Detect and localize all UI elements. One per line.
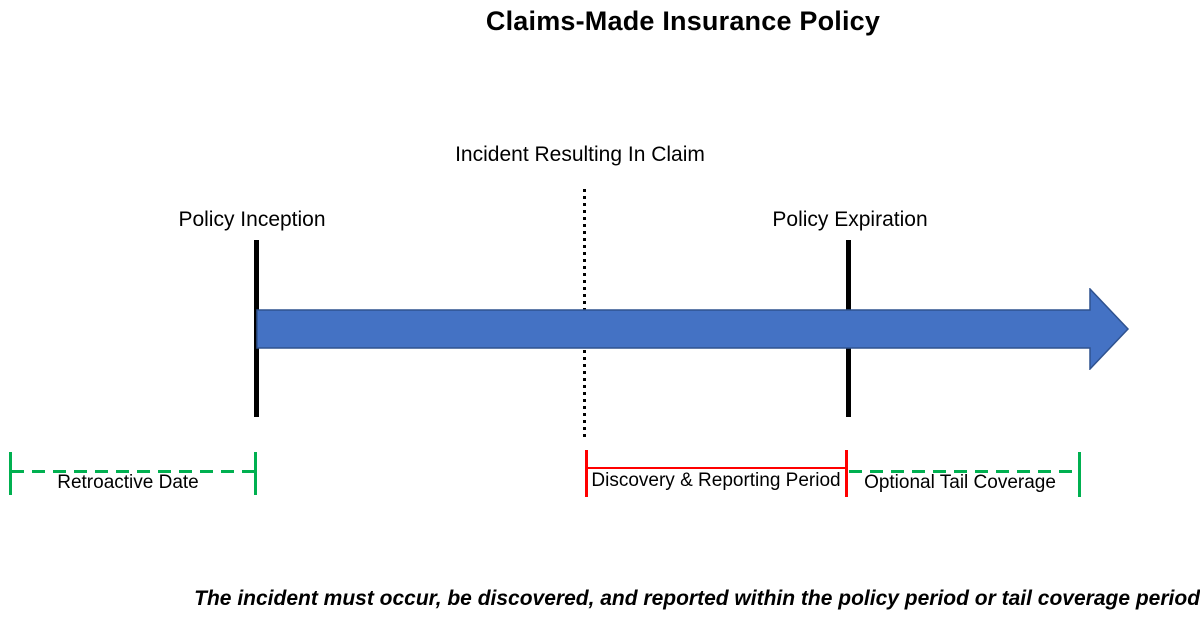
discovery-reporting-period-label: Discovery & Reporting Period xyxy=(591,470,841,491)
incident-label: Incident Resulting In Claim xyxy=(455,143,705,166)
tail-right-cap xyxy=(1078,452,1081,497)
retroactive-dashed-line xyxy=(11,470,255,473)
retroactive-date-label: Retroactive Date xyxy=(57,472,199,493)
retroactive-right-cap xyxy=(254,452,257,495)
discovery-left-cap xyxy=(585,450,588,497)
optional-tail-coverage-label: Optional Tail Coverage xyxy=(864,472,1056,493)
timeline-arrow-shape xyxy=(256,288,1130,370)
policy-expiration-label: Policy Expiration xyxy=(772,208,928,231)
page-title: Claims-Made Insurance Policy xyxy=(485,6,881,36)
discovery-right-cap xyxy=(845,450,848,497)
policy-inception-label: Policy Inception xyxy=(178,208,326,231)
tail-dashed-line xyxy=(849,470,1079,473)
retroactive-left-cap xyxy=(9,452,12,495)
timeline-arrow xyxy=(256,288,1130,370)
footnote: The incident must occur, be discovered, … xyxy=(194,587,1200,610)
discovery-line xyxy=(587,467,845,469)
